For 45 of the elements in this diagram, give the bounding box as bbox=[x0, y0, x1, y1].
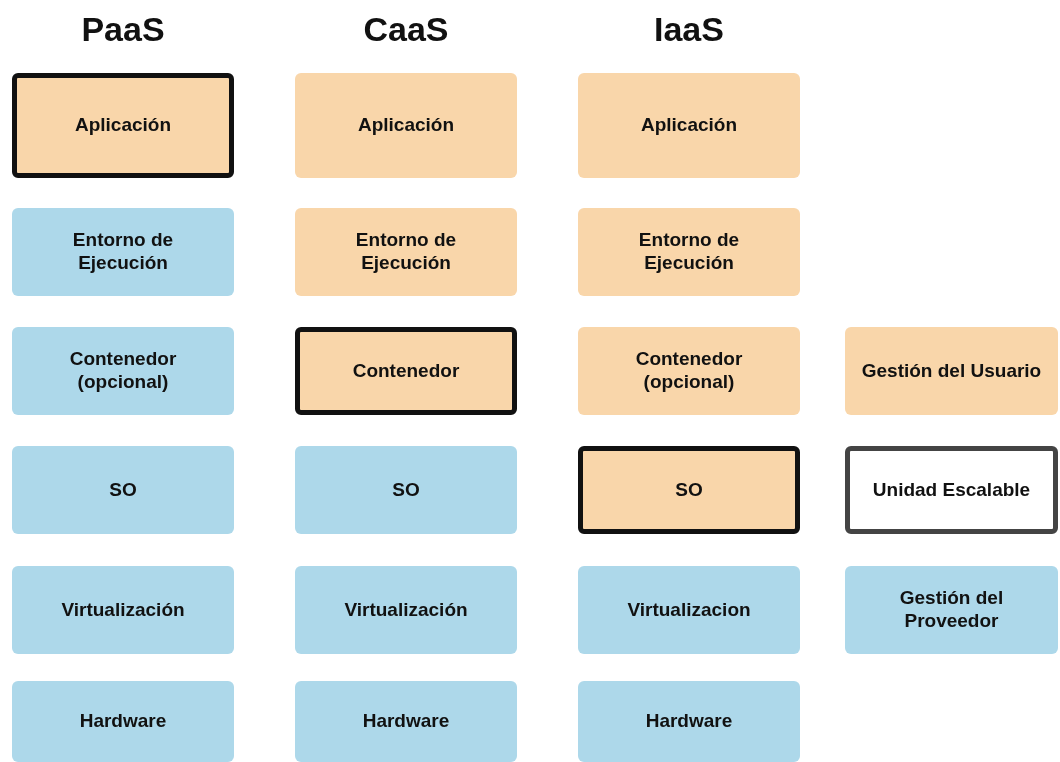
layer-card bbox=[578, 446, 800, 534]
layer-label: Virtualización bbox=[61, 598, 185, 622]
layer-label: Hardware bbox=[362, 710, 450, 733]
layer-card bbox=[578, 208, 800, 296]
layer-card bbox=[845, 327, 1058, 415]
layer-label: Aplicación bbox=[640, 114, 738, 137]
column-heading: IaaS bbox=[654, 10, 724, 49]
layer-label: Hardware bbox=[79, 710, 167, 733]
layer-label: Virtualización bbox=[344, 598, 468, 622]
layer-card bbox=[578, 73, 800, 178]
layer-card bbox=[295, 73, 517, 178]
layer-card bbox=[578, 681, 800, 762]
layer-label: Gestión del Usuario bbox=[861, 359, 1042, 383]
layer-card bbox=[295, 446, 517, 534]
layer-label: Aplicación bbox=[74, 114, 172, 137]
layer-card bbox=[12, 73, 234, 178]
column-heading: CaaS bbox=[363, 10, 449, 49]
layer-label: Entorno de Ejecución bbox=[71, 229, 175, 275]
layer-card bbox=[578, 327, 800, 415]
layer-label: Gestión del Proveedor bbox=[898, 587, 1005, 633]
layer-card bbox=[12, 681, 234, 762]
layer-label: Unidad Escalable bbox=[872, 478, 1031, 502]
layer-card bbox=[578, 566, 800, 654]
layer-card bbox=[845, 446, 1058, 534]
layer-label: SO bbox=[675, 478, 703, 502]
layer-label: Entorno de Ejecución bbox=[637, 229, 741, 275]
layer-label: SO bbox=[109, 478, 137, 502]
layer-label: Entorno de Ejecución bbox=[354, 229, 458, 275]
layer-card bbox=[12, 327, 234, 415]
layer-card bbox=[12, 446, 234, 534]
layer-label: Contenedor (opcional) bbox=[634, 348, 744, 394]
layer-label: Virtualizacion bbox=[627, 598, 751, 622]
layer-label: Aplicación bbox=[357, 114, 455, 137]
layer-card bbox=[845, 566, 1058, 654]
layer-label: Contenedor (opcional) bbox=[68, 348, 178, 394]
layer-card bbox=[295, 327, 517, 415]
layer-card bbox=[12, 208, 234, 296]
column-heading: PaaS bbox=[81, 10, 165, 49]
layer-card bbox=[295, 208, 517, 296]
layer-label: Hardware bbox=[645, 710, 733, 733]
layer-card bbox=[12, 566, 234, 654]
layer-label: SO bbox=[392, 478, 420, 502]
layer-card bbox=[295, 566, 517, 654]
layer-label: Contenedor bbox=[352, 359, 460, 383]
layer-card bbox=[295, 681, 517, 762]
